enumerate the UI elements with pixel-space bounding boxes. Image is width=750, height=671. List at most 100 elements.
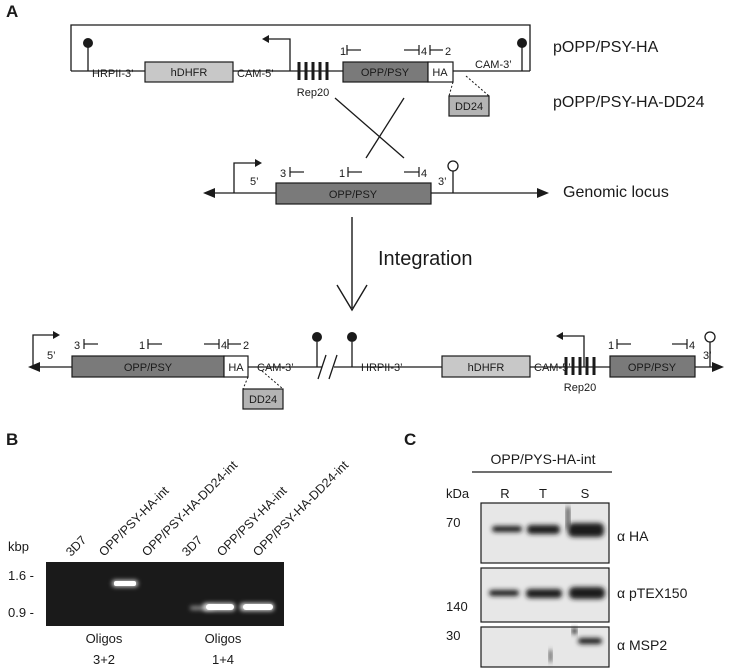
dd24-label: DD24: [249, 394, 277, 406]
panel-label-b: B: [6, 430, 18, 449]
terminator-icon: [312, 332, 322, 342]
genomic-locus: OPP/PSY 5’ 3’ 3 1 4: [203, 159, 549, 205]
hdhfr-box: [144, 61, 234, 83]
terminator-open-icon: [447, 160, 459, 172]
integrated-locus: 3 1 4 2 1 4 5’ OPP/PSY HA DD24 CAM-3’ HR…: [28, 331, 724, 410]
blot-ptex150: [480, 567, 610, 623]
primer-4-label: 4: [221, 340, 227, 352]
primer-3-label: 3: [74, 340, 80, 352]
western-kda-label: kDa: [446, 486, 470, 501]
dd24-box: [242, 388, 284, 410]
blot-band: [526, 589, 562, 598]
western-lane-label: S: [581, 486, 590, 501]
primer-4-label: 4: [421, 168, 427, 180]
rep20-label: Rep20: [564, 382, 596, 394]
western-lane-label: T: [539, 486, 547, 501]
hrpii3-label: HRPII-3’: [361, 362, 403, 374]
primer-1-label: 1: [608, 340, 614, 352]
terminator-icon: [517, 38, 527, 48]
integration-arrow-icon: [336, 217, 368, 312]
dd24-box: [448, 95, 490, 117]
gel-lane-label: 3D7: [63, 533, 89, 559]
oligo-set-label: 3+2: [93, 652, 115, 667]
plasmid-name-1: pOPP/PSY-HA: [553, 39, 659, 56]
genomic-locus-label: Genomic locus: [563, 184, 669, 201]
antibody-msp2-label: α MSP2: [617, 637, 667, 653]
promoter-arrow-icon: [32, 334, 56, 367]
rep20-repeats: [297, 62, 329, 80]
promoter-arrow-icon: [560, 335, 585, 367]
primer-1-label: 1: [339, 168, 345, 180]
antibody-ptex150-label: α pTEX150: [617, 585, 688, 601]
blot-band: [492, 526, 522, 532]
gel-marker-1-6: 1.6 -: [8, 568, 34, 583]
gel-band: [243, 604, 273, 610]
western-lane-label: R: [500, 486, 509, 501]
opp-psy-box: [275, 182, 432, 205]
gel-lane-label: 3D7: [179, 533, 205, 559]
panel-label-c: C: [404, 430, 416, 449]
cam3-label: CAM-3’: [257, 362, 294, 374]
cam3-label: CAM-3’: [475, 59, 512, 71]
oligo-set-label: 1+4: [212, 652, 234, 667]
antibody-ha-label: α HA: [617, 528, 649, 544]
blot-band: [578, 638, 602, 644]
ha-label: HA: [228, 362, 244, 374]
panel-label-a: A: [6, 2, 18, 21]
gel-lane-labels: 3D7 OPP/PSY-HA-int OPP/PSY-HA-DD24-int 3…: [63, 458, 351, 559]
oligos-label: Oligos: [86, 631, 123, 646]
primer-2-label: 2: [243, 340, 249, 352]
primer-1-label: 1: [340, 46, 346, 58]
terminator-icon: [347, 332, 357, 342]
agarose-gel: [46, 562, 284, 626]
blot-band: [489, 590, 519, 596]
primer-3-label: 3: [280, 168, 286, 180]
blot-band: [527, 525, 560, 534]
plasmid-name-2: pOPP/PSY-HA-DD24: [553, 94, 705, 111]
three-prime-label: 3’: [703, 350, 712, 362]
primer-4-label: 4: [689, 340, 695, 352]
cam5-label: CAM-5’: [237, 68, 274, 80]
terminator-open-icon: [704, 331, 716, 343]
promoter-arrow-icon: [233, 162, 258, 193]
terminator-icon: [83, 38, 93, 48]
plasmid-construct: 1 4 2 HRPII-3’ hDHFR CAM-5’ OPP/PSY HA D…: [70, 24, 531, 117]
ha-label: HA: [432, 67, 448, 79]
hdhfr-label: hDHFR: [171, 67, 208, 79]
primer-4-label: 4: [421, 46, 427, 58]
gel-band: [114, 581, 136, 586]
hdhfr-label: hDHFR: [468, 362, 505, 374]
arrow-left-icon: [28, 362, 40, 372]
five-prime-label: 5’: [250, 176, 259, 188]
blot-msp2: [480, 626, 610, 668]
blot-band: [569, 587, 605, 599]
arrow-right-icon: [712, 362, 724, 372]
crossover-icon: [334, 97, 405, 159]
opp-psy-label: OPP/PSY: [124, 362, 173, 374]
western-header: OPP/PYS-HA-int: [490, 451, 595, 467]
five-prime-label: 5’: [47, 350, 56, 362]
hdhfr-box: [441, 355, 531, 378]
cam5-label: CAM-5’: [534, 362, 571, 374]
western-marker-30: 30: [446, 628, 460, 643]
western-marker-140: 140: [446, 599, 468, 614]
gel-band: [206, 604, 234, 610]
western-marker-70: 70: [446, 515, 460, 530]
hrpii3-label: HRPII-3’: [92, 68, 134, 80]
ha-box: [427, 61, 454, 83]
arrow-right-icon: [537, 188, 549, 198]
opp-psy-label: OPP/PSY: [628, 362, 677, 374]
opp-psy-label: OPP/PSY: [329, 189, 378, 201]
oligos-label: Oligos: [205, 631, 242, 646]
primer-1-label: 1: [139, 340, 145, 352]
opp-psy-label: OPP/PSY: [361, 67, 410, 79]
integration-label: Integration: [378, 248, 473, 270]
arrow-left-icon: [203, 188, 215, 198]
opp-psy-box: [609, 355, 696, 378]
ha-box: [223, 355, 249, 378]
gel-lane-label: OPP/PSY-HA-int: [96, 483, 172, 559]
rep20-label: Rep20: [297, 87, 329, 99]
primer-2-label: 2: [445, 46, 451, 58]
